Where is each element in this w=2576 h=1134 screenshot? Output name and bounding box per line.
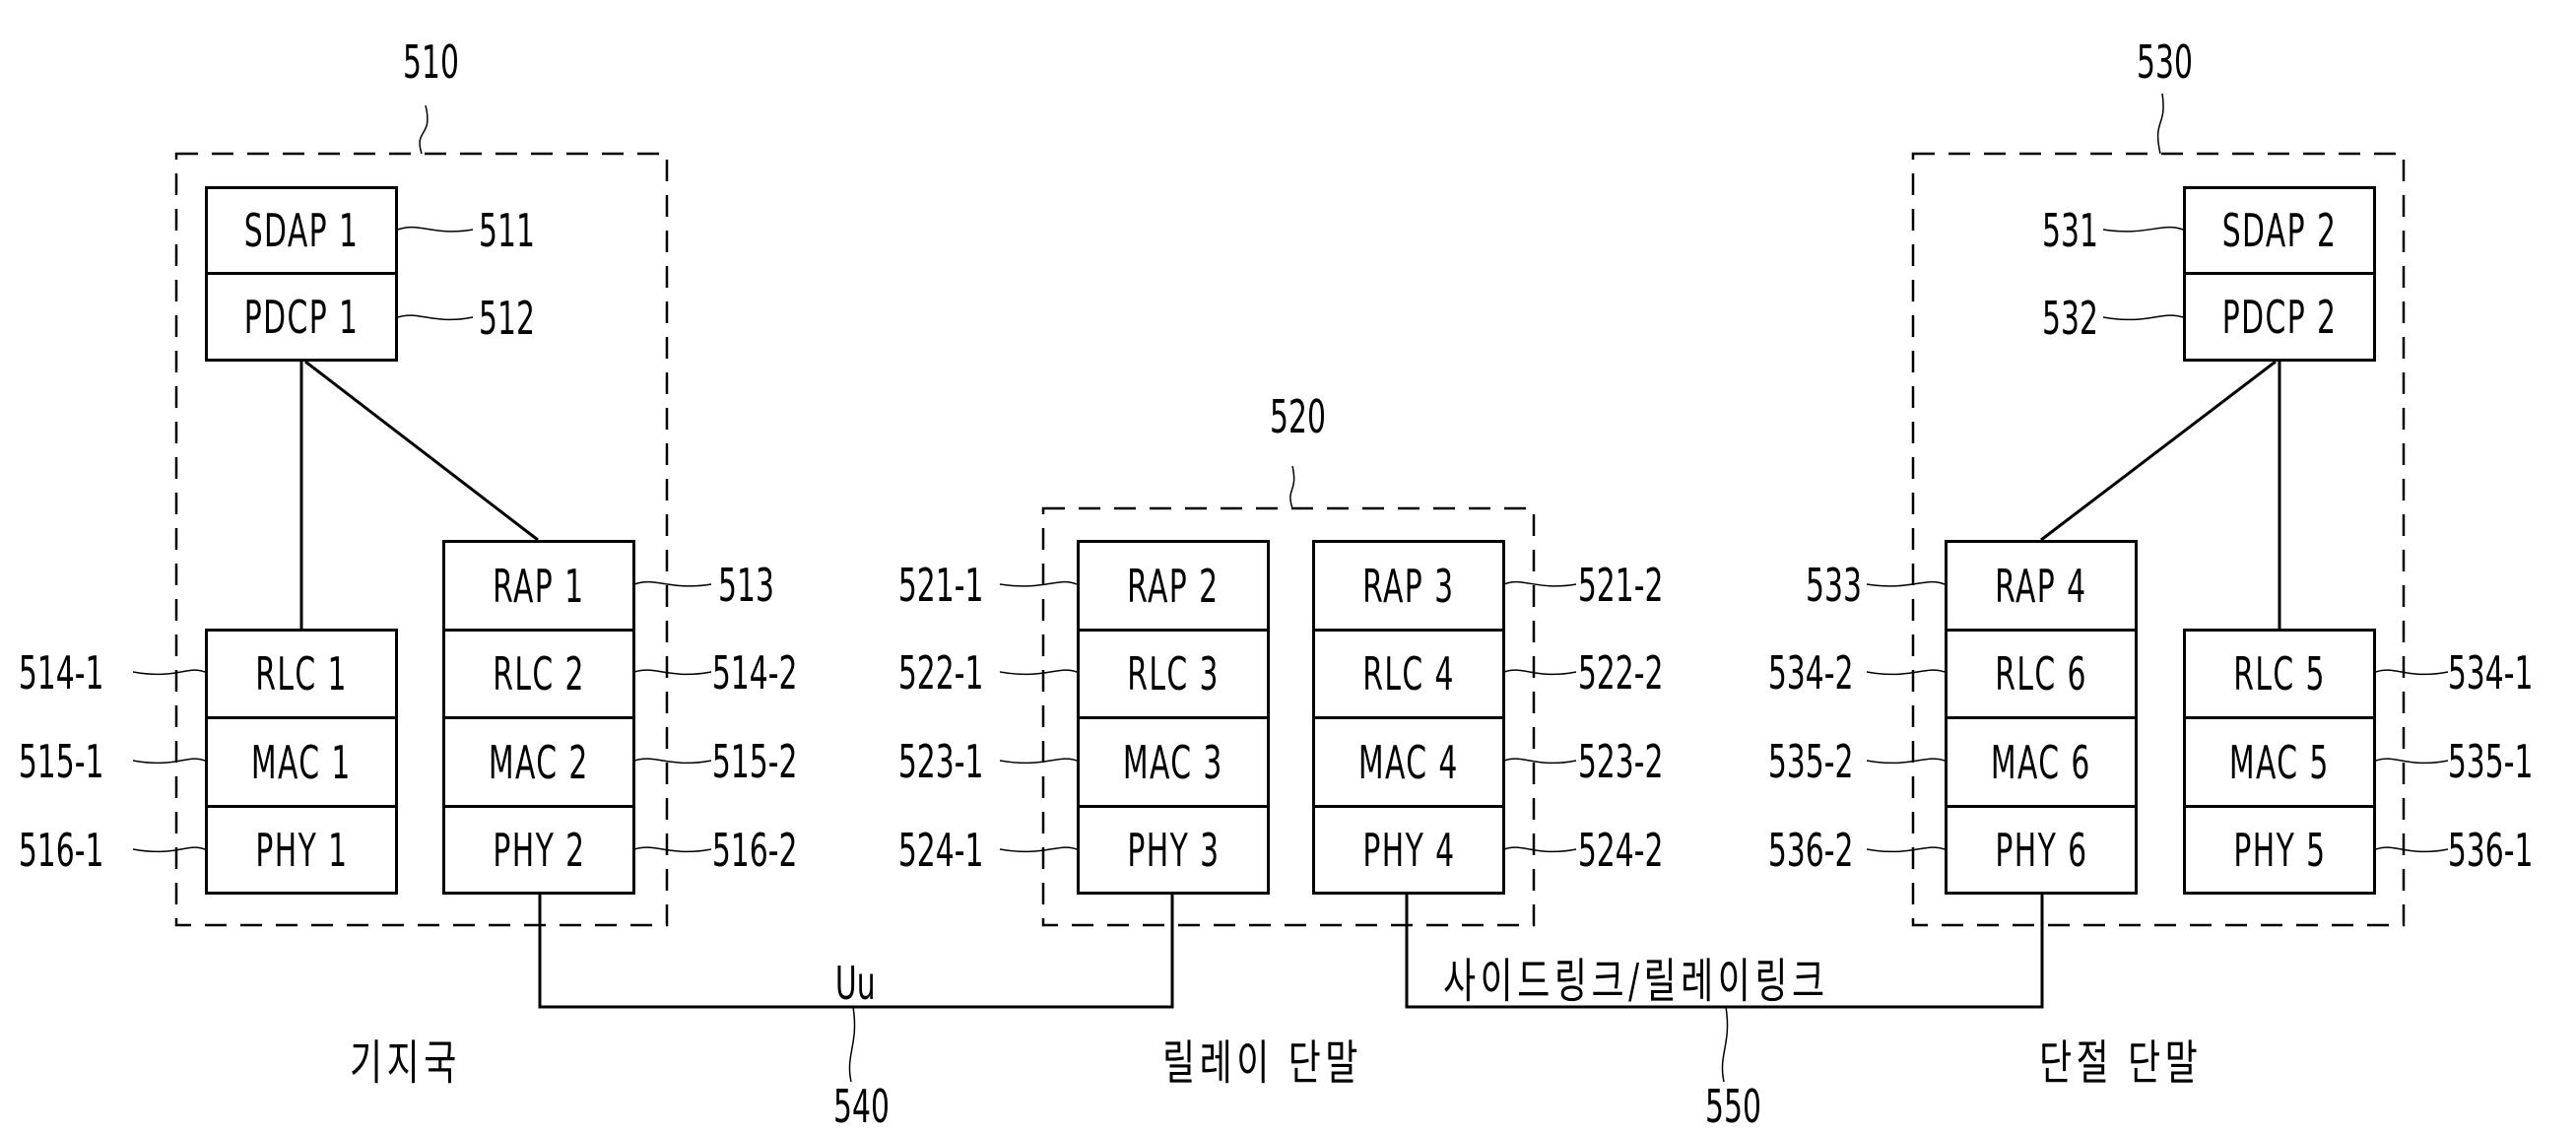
layer-mac-4: MAC 4 [1312, 716, 1505, 808]
ref-535-2: 535-2 [1767, 735, 1854, 788]
group-name-relay-ue: 릴레이 단말 [1162, 1035, 1362, 1091]
ref-534-2: 534-2 [1767, 646, 1854, 700]
ref-533: 533 [1806, 559, 1862, 612]
ref-516-1: 516-1 [18, 824, 104, 877]
layer-rap-1: RAP 1 [442, 540, 635, 632]
layer-mac-5: MAC 5 [2183, 716, 2376, 808]
layer-mac-3: MAC 3 [1077, 716, 1270, 808]
ref-515-1: 515-1 [18, 735, 104, 788]
group-name-base-station: 기지국 [350, 1035, 461, 1091]
layer-rlc-4: RLC 4 [1312, 629, 1505, 719]
link-label-sidelink: 사이드링크/릴레이링크 [1443, 954, 1829, 1009]
ref-524-1: 524-1 [897, 824, 984, 877]
ref-521-2: 521-2 [1577, 559, 1664, 612]
layer-mac-1: MAC 1 [205, 716, 398, 808]
ref-540: 540 [833, 1080, 890, 1133]
layer-phy-3: PHY 3 [1077, 805, 1270, 895]
layer-sdap-2: SDAP 2 [2183, 186, 2376, 275]
ref-522-2: 522-2 [1577, 646, 1664, 700]
group-name-remote-ue: 단절 단말 [2039, 1035, 2203, 1091]
group-box-530 [1911, 152, 2406, 927]
layer-rlc-3: RLC 3 [1077, 629, 1270, 719]
layer-phy-5: PHY 5 [2183, 805, 2376, 895]
group-box-520 [1041, 506, 1536, 927]
layer-phy-4: PHY 4 [1312, 805, 1505, 895]
ref-532: 532 [2042, 292, 2098, 345]
layer-rap-2: RAP 2 [1077, 540, 1270, 632]
ref-535-1: 535-1 [2447, 735, 2534, 788]
ref-530: 530 [2137, 35, 2193, 89]
ref-520: 520 [1270, 390, 1326, 443]
layer-mac-2: MAC 2 [442, 716, 635, 808]
link-label-uu: Uu [834, 957, 876, 1010]
ref-514-1: 514-1 [18, 646, 104, 700]
ref-512: 512 [479, 292, 535, 345]
layer-phy-1: PHY 1 [205, 805, 398, 895]
layer-pdcp-2: PDCP 2 [2183, 272, 2376, 362]
ref-514-2: 514-2 [711, 646, 798, 700]
layer-mac-6: MAC 6 [1945, 716, 2138, 808]
ref-536-2: 536-2 [1767, 824, 1854, 877]
layer-rlc-6: RLC 6 [1945, 629, 2138, 719]
ref-516-2: 516-2 [711, 824, 798, 877]
ref-513: 513 [718, 559, 774, 612]
group-box-510 [174, 152, 669, 927]
layer-phy-2: PHY 2 [442, 805, 635, 895]
ref-523-1: 523-1 [897, 735, 984, 788]
layer-rlc-5: RLC 5 [2183, 629, 2376, 719]
layer-rap-4: RAP 4 [1945, 540, 2138, 632]
layer-sdap-1: SDAP 1 [205, 186, 398, 275]
ref-510: 510 [403, 35, 459, 89]
ref-523-2: 523-2 [1577, 735, 1664, 788]
ref-515-2: 515-2 [711, 735, 798, 788]
ref-550: 550 [1705, 1080, 1761, 1133]
layer-rap-3: RAP 3 [1312, 540, 1505, 632]
ref-511: 511 [479, 204, 535, 257]
layer-phy-6: PHY 6 [1945, 805, 2138, 895]
ref-521-1: 521-1 [897, 559, 984, 612]
ref-524-2: 524-2 [1577, 824, 1664, 877]
ref-531: 531 [2042, 204, 2098, 257]
ref-534-1: 534-1 [2447, 646, 2534, 700]
layer-rlc-1: RLC 1 [205, 629, 398, 719]
layer-rlc-2: RLC 2 [442, 629, 635, 719]
ref-522-1: 522-1 [897, 646, 984, 700]
layer-pdcp-1: PDCP 1 [205, 272, 398, 362]
ref-536-1: 536-1 [2447, 824, 2534, 877]
